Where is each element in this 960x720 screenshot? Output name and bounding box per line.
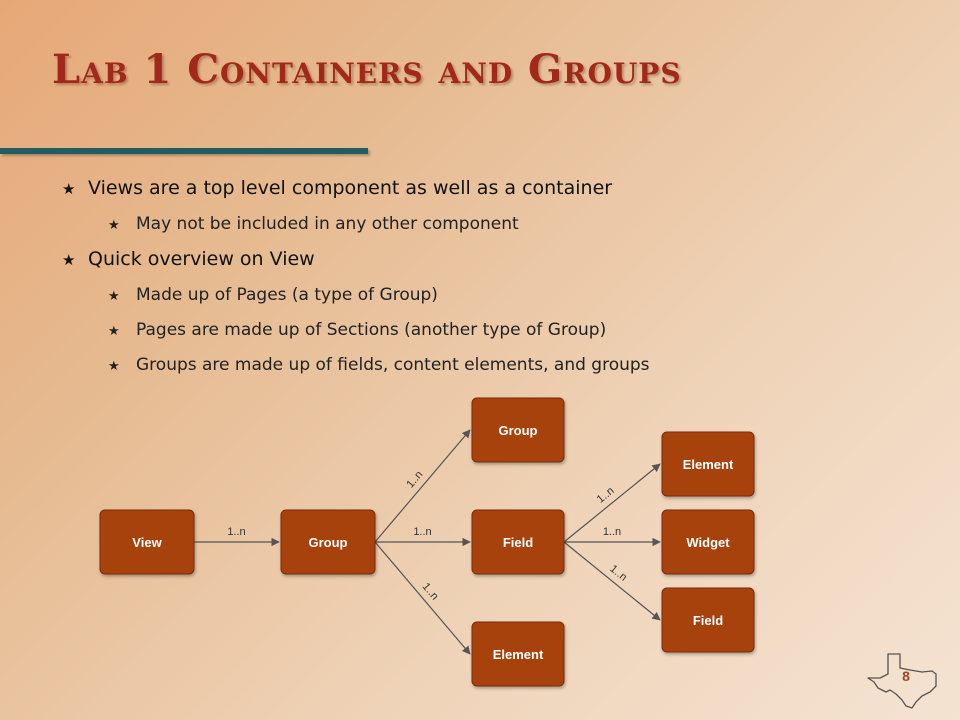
- sub-bullet-item: ★ Made up of Pages (a type of Group): [108, 281, 650, 316]
- node-box: [99, 509, 195, 575]
- bullet-text: Made up of Pages (a type of Group): [136, 285, 438, 305]
- node-group-main: Group: [280, 509, 376, 575]
- star-icon: ★: [62, 180, 76, 198]
- bullet-text: May not be included in any other compone…: [136, 214, 519, 234]
- edge-field-child-to-element-leaf: [563, 463, 661, 543]
- page-number: 8: [902, 668, 910, 684]
- edge-label: 1..n: [227, 526, 245, 538]
- node-box: [661, 587, 755, 653]
- node-element-child: Element: [471, 621, 565, 687]
- node-box: [471, 509, 565, 575]
- sub-bullet-item: ★ Pages are made up of Sections (another…: [108, 316, 650, 351]
- bullet-text: Views are a top level component as well …: [88, 177, 613, 199]
- node-label: Field: [693, 613, 723, 628]
- node-label: Widget: [686, 535, 730, 550]
- node-field-leaf: Field: [661, 587, 755, 653]
- node-view: View: [99, 509, 195, 575]
- node-label: Element: [493, 647, 544, 662]
- star-icon: ★: [62, 251, 76, 269]
- node-box: [661, 509, 755, 575]
- node-field-child: Field: [471, 509, 565, 575]
- bullet-item: ★ Views are a top level component as wel…: [62, 174, 650, 210]
- node-widget-leaf: Widget: [661, 509, 755, 575]
- bullet-list: ★ Views are a top level component as wel…: [62, 174, 650, 386]
- node-box: [471, 621, 565, 687]
- edge-group-main-to-group-child: [374, 429, 471, 543]
- star-icon: ★: [108, 218, 120, 233]
- diagram-edges: 1..n1..n1..n1..n1..n1..n1..n: [194, 429, 661, 655]
- bullet-text: Pages are made up of Sections (another t…: [136, 320, 607, 340]
- edge-label: 1..n: [603, 526, 621, 538]
- bullet-text: Quick overview on View: [88, 248, 315, 270]
- sub-bullet-item: ★ Groups are made up of fields, content …: [108, 351, 650, 386]
- edge-group-main-to-element-child: [374, 541, 471, 655]
- node-group-child: Group: [471, 397, 565, 463]
- star-icon: ★: [108, 289, 120, 304]
- bullet-text: Groups are made up of fields, content el…: [136, 355, 650, 375]
- star-icon: ★: [108, 324, 120, 339]
- texas-outline-icon: [867, 653, 937, 709]
- node-label: Group: [499, 423, 538, 438]
- node-label: Group: [309, 535, 348, 550]
- node-box: [280, 509, 376, 575]
- slide-title: Lab 1 Containers and Groups: [52, 46, 682, 93]
- sub-bullet-item: ★ May not be included in any other compo…: [108, 210, 650, 245]
- node-label: Element: [683, 457, 734, 472]
- edge-label: 1..n: [413, 526, 431, 538]
- node-box: [471, 397, 565, 463]
- bullet-item: ★ Quick overview on View: [62, 245, 650, 281]
- star-icon: ★: [108, 359, 120, 374]
- node-label: Field: [503, 535, 533, 550]
- title-divider: [0, 148, 368, 154]
- edge-field-child-to-field-leaf: [563, 541, 661, 621]
- node-box: [661, 431, 755, 497]
- node-label: View: [132, 535, 162, 550]
- node-element-leaf: Element: [661, 431, 755, 497]
